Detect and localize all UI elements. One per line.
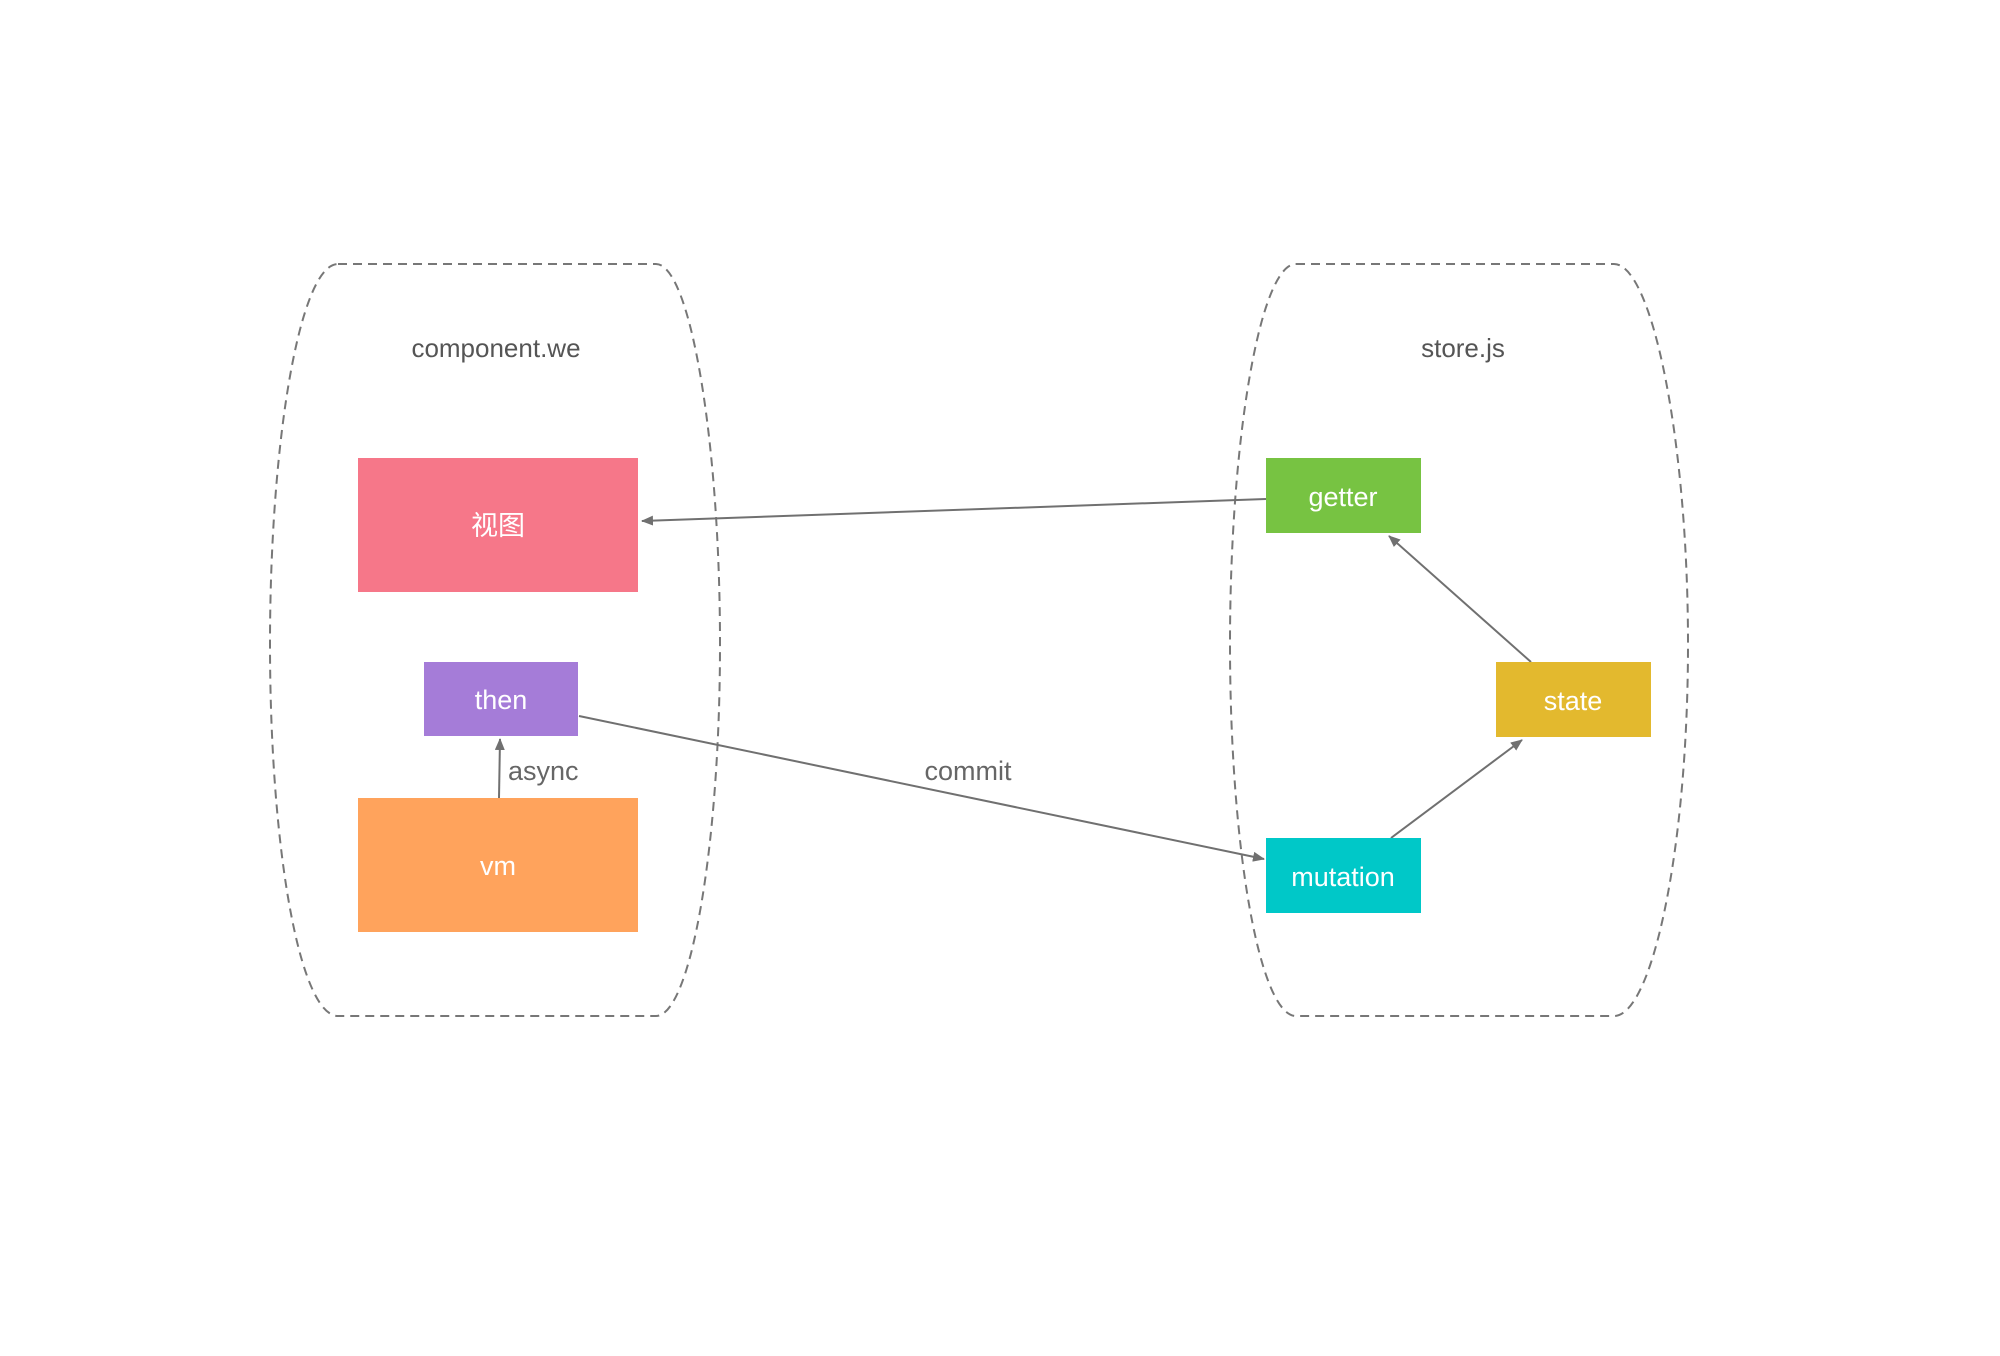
store-group: store.js <box>1228 263 1690 1017</box>
mutation-node-label: mutation <box>1291 862 1395 892</box>
getter-node: getter <box>1266 458 1421 533</box>
then-node: then <box>424 662 578 736</box>
async-label: async <box>508 756 579 786</box>
edge-getter-to-view <box>641 498 1267 526</box>
component-group-label: component.we <box>411 333 580 363</box>
edge-mutation-to-state <box>1390 739 1523 839</box>
vm-node-box <box>358 798 638 932</box>
state-node: state <box>1496 662 1651 737</box>
state-node-box <box>1496 662 1651 737</box>
store-group-boundary <box>1228 263 1690 1017</box>
view-node: 视图 <box>358 458 638 592</box>
then-node-label: then <box>475 685 528 715</box>
getter-to-view-arrow <box>641 498 1267 526</box>
state-to-getter-arrow <box>1388 535 1532 663</box>
edge-then-to-mutation: commit <box>578 715 1265 862</box>
edge-vm-to-then: async <box>494 738 579 799</box>
component-group-boundary <box>268 263 722 1017</box>
store-group-label: store.js <box>1421 333 1505 363</box>
then-node-box <box>424 662 578 736</box>
edge-state-to-getter <box>1388 535 1532 663</box>
state-node-label: state <box>1544 686 1603 716</box>
view-node-label: 视图 <box>471 511 525 541</box>
mutation-node-box <box>1266 838 1421 913</box>
vm-node: vm <box>358 798 638 932</box>
mutation-node: mutation <box>1266 838 1421 913</box>
getter-node-label: getter <box>1308 482 1377 512</box>
getter-node-box <box>1266 458 1421 533</box>
then-to-mutation-arrow <box>578 715 1265 862</box>
commit-label: commit <box>925 756 1012 786</box>
vm-node-label: vm <box>480 851 516 881</box>
mutation-to-state-arrow <box>1390 739 1523 839</box>
component-group: component.we <box>268 263 722 1017</box>
vm-to-then-arrow <box>494 738 505 799</box>
view-node-box <box>358 458 638 592</box>
